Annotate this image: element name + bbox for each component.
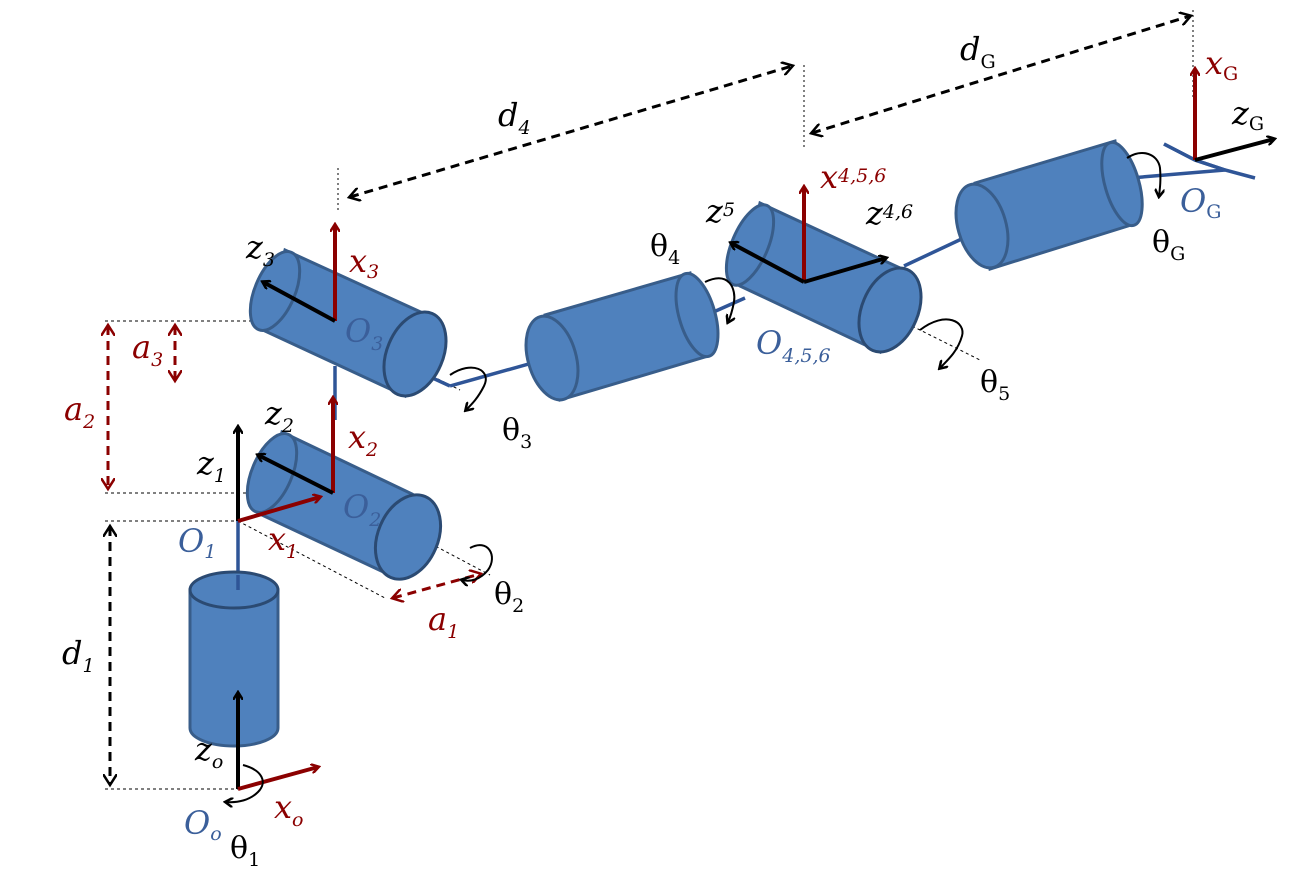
theta1-rotation-icon — [226, 764, 264, 802]
theta3-rotation-icon — [449, 366, 487, 410]
label-d4: d4 — [498, 96, 531, 139]
label-OG: OG — [1180, 182, 1221, 223]
label-z5: z5 — [705, 192, 735, 230]
dimension-arrows — [108, 16, 1190, 784]
label-a1: a1 — [428, 600, 459, 643]
label-O2: O2 — [343, 488, 381, 531]
label-x3: x3 — [349, 242, 379, 283]
zG-axis-arrow — [1194, 139, 1274, 162]
z2-axis-arrow — [258, 455, 334, 495]
label-thetaG: θG — [1152, 225, 1185, 265]
coordinate-axes — [237, 69, 1274, 791]
theta5-rotation-icon — [919, 318, 964, 368]
theta2-rotation-icon — [462, 544, 493, 581]
joint2-cylinder — [245, 429, 443, 581]
x1-axis-arrow — [237, 497, 320, 523]
label-xG: xG — [1205, 44, 1238, 85]
label-z3: z3 — [245, 228, 275, 271]
label-d1: d1 — [62, 634, 95, 677]
label-z46: z4,6 — [865, 194, 913, 232]
label-z0: zo — [194, 730, 223, 773]
gripper-cylinder — [954, 139, 1144, 271]
x0-axis-arrow — [237, 767, 318, 791]
label-theta5: θ5 — [980, 365, 1010, 405]
label-x0: xo — [274, 788, 304, 831]
dG-dimension-arrow — [812, 16, 1190, 133]
z5-axis-arrow — [731, 243, 805, 284]
label-O1: O1 — [178, 522, 216, 563]
thetaG-rotation-icon — [1126, 152, 1160, 196]
label-a2: a2 — [64, 390, 95, 433]
label-theta3: θ3 — [502, 413, 532, 453]
label-zG: zG — [1231, 94, 1264, 135]
joint4-cylinder — [524, 271, 720, 402]
label-theta1: θ1 — [230, 831, 260, 871]
label-dG: dG — [960, 30, 996, 73]
z46-axis-arrow — [803, 258, 886, 284]
label-theta2: θ2 — [494, 577, 524, 617]
theta4-rotation-icon — [704, 277, 734, 322]
label-x2: x2 — [348, 418, 378, 461]
z3-axis-arrow — [263, 282, 336, 323]
label-a3: a3 — [132, 328, 163, 371]
d4-dimension-arrow — [350, 66, 792, 197]
label-z2: z2 — [264, 394, 294, 437]
label-O0: Oo — [184, 804, 222, 845]
base-cylinder-joint — [188, 570, 280, 748]
label-x456: x4,5,6 — [820, 158, 886, 196]
label-O456: O4,5,6 — [756, 324, 831, 367]
diagram-labels: d4 dG xG zG OG θG x4,5,6 z5 z4,6 θ4 O4,5… — [62, 30, 1264, 871]
label-x1: x1 — [268, 520, 298, 563]
rotation-arrows — [226, 152, 1160, 802]
joint3-cylinder — [248, 247, 448, 399]
label-O3: O3 — [345, 312, 383, 355]
label-z1: z1 — [196, 444, 226, 487]
label-theta4: θ4 — [650, 229, 680, 269]
